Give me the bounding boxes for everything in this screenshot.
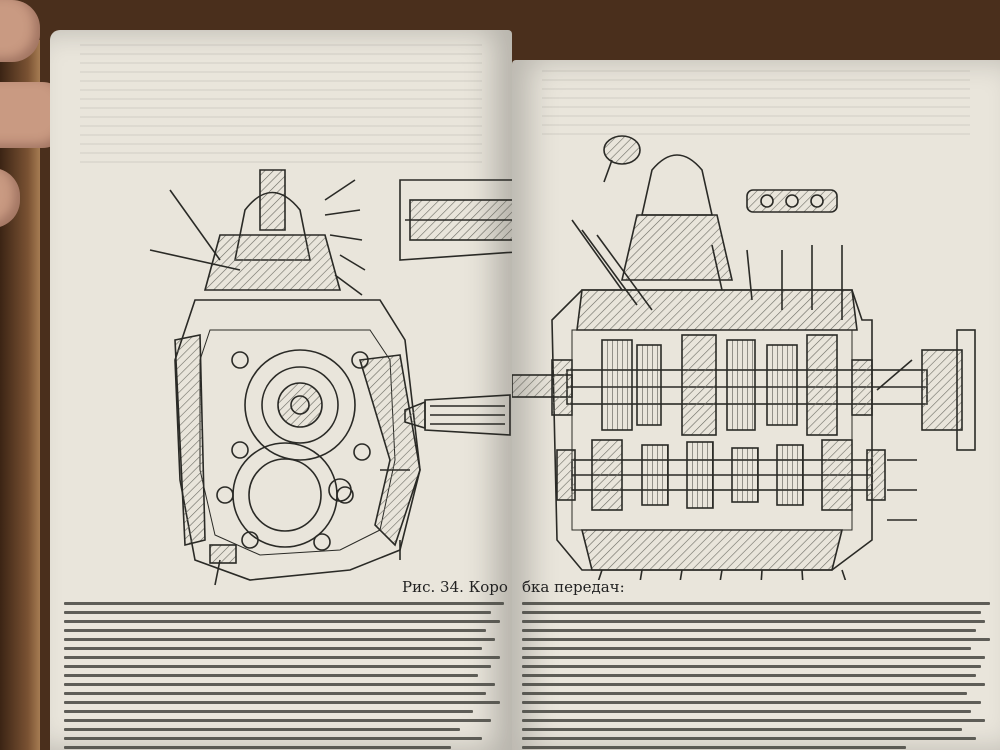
bleed-through-text <box>80 44 482 164</box>
gearbox-section-drawing <box>512 135 976 580</box>
figure-caption-right: бка передач: <box>522 578 625 596</box>
book-cover-edge <box>0 40 40 750</box>
finger-2 <box>0 168 20 228</box>
gearbox-front-view-drawing <box>149 169 512 586</box>
legend-text-right <box>522 602 990 750</box>
legend-text-left <box>64 602 504 750</box>
thumb <box>0 0 40 62</box>
figure-caption-left: Рис. 34. Коро <box>402 578 508 596</box>
left-page: Рис. 34. Коро <box>50 30 512 750</box>
bleed-through-text <box>542 70 970 140</box>
right-page: бка передач: <box>512 60 1000 750</box>
